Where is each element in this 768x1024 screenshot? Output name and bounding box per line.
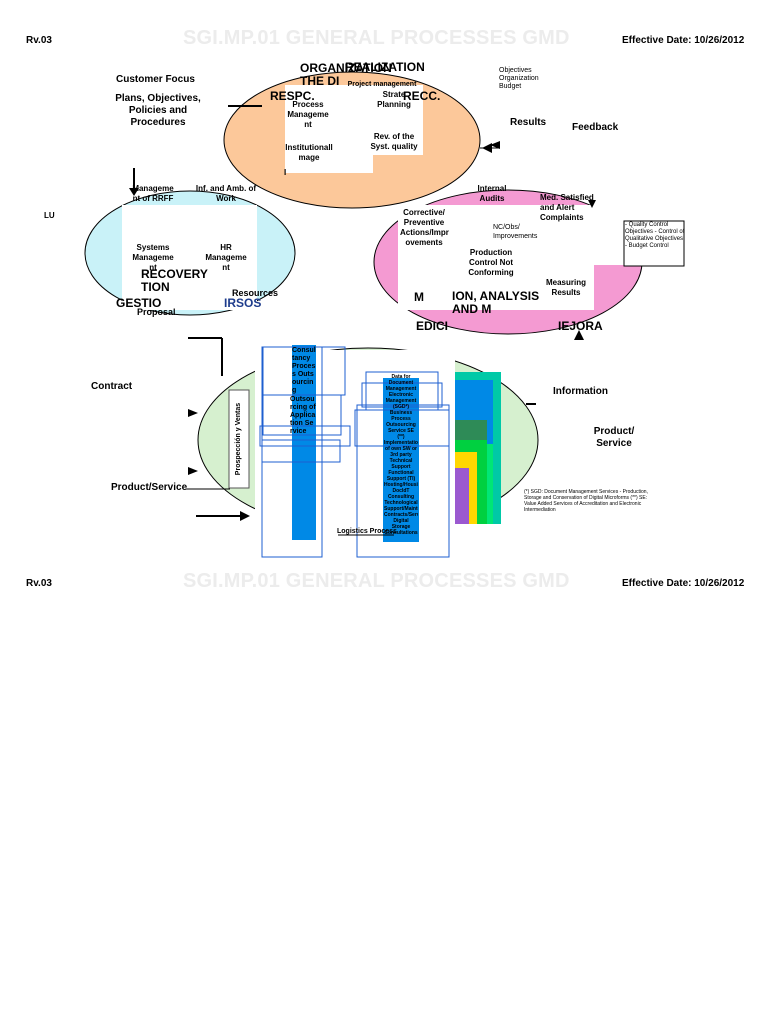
prospeccion-label: Prospección y Ventas	[235, 402, 242, 476]
quality-control-list: - Quality Control Objectives - Control o…	[625, 222, 685, 249]
hr-management-label: HR Manageme nt	[205, 243, 247, 272]
top-white-panel	[285, 85, 373, 173]
measurement-title-b: ION, ANALYSIS AND M	[452, 289, 540, 316]
revision-label: Rv.03	[26, 35, 52, 46]
nc-obs-label: NC/Obs/ Improvements	[493, 224, 538, 240]
left-blue-column	[292, 345, 316, 540]
systems-management-label: Systems Manageme nt	[132, 243, 174, 272]
internal-audits-label: Internal Audits	[477, 184, 507, 203]
institutional-image-label: Institutionall mage	[285, 143, 333, 162]
results-label: Results	[510, 117, 547, 128]
plans-label: Plans, Objectives, Policies and Procedur…	[115, 93, 201, 128]
production-control-label: Production Control Not Conforming	[468, 248, 514, 277]
footer-document-title: SGI.MP.01 GENERAL PROCESSES GMD	[183, 570, 570, 592]
medicion-title: EDICI	[416, 319, 449, 333]
footer-revision-label: Rv.03	[26, 578, 52, 589]
customer-focus-label: Customer Focus	[116, 74, 195, 85]
product-service-right-label: Product/ Service	[593, 426, 635, 449]
footer-effective-date: Effective Date: 10/26/2012	[622, 578, 745, 589]
inf-amb-label: Inf. and Amb. of Work	[195, 184, 257, 203]
management-rrff-label: Manageme nt of RRFF	[132, 184, 174, 203]
objectives-list: Objectives Organization Budget	[499, 67, 539, 90]
proposal-label: Proposal	[137, 307, 176, 317]
recovery-title: RECOVERY	[141, 267, 208, 281]
resources-label: Resources	[232, 288, 279, 298]
services-footnote: (*) SGD: Document Management Services - …	[524, 489, 648, 513]
right-white-panel-2	[594, 205, 624, 265]
objectives-box	[496, 64, 548, 94]
pipe-mark: I	[284, 168, 287, 177]
services-column-text: Data for Document Management Electronic …	[384, 374, 418, 536]
left-white-panel	[122, 205, 257, 310]
right-white-panel	[398, 205, 594, 310]
respc-title: RESPC.	[270, 89, 315, 103]
document-title: SGI.MP.01 GENERAL PROCESSES GMD	[183, 27, 570, 49]
process-management-label: Process Manageme nt	[287, 100, 329, 129]
rsos-title: IRSOS	[224, 296, 262, 310]
corrective-actions-label: Corrective/ Preventive Actions/Impr ovem…	[400, 208, 449, 247]
realization-title: REALIZATION	[345, 60, 425, 74]
rev-quality-label: Rev. of the Syst. quality	[370, 132, 418, 151]
strategic-planning-label: Strate Planning	[377, 90, 411, 109]
the-di-title: THE DI	[300, 74, 340, 88]
tion-title: TION	[141, 280, 170, 294]
logistics-process-label: Logistics Process	[337, 528, 397, 535]
contract-label: Contract	[91, 381, 133, 392]
lu-label: LU	[44, 211, 55, 220]
measurement-title-a: M	[414, 290, 424, 304]
measuring-results-label: Measuring Results	[545, 278, 586, 297]
mejora-title: IEJORA	[558, 319, 603, 333]
feedback-label: Feedback	[572, 122, 619, 133]
gestio-title: GESTIO	[116, 296, 162, 310]
recc-title: RECC.	[403, 89, 441, 103]
prospeccion-box	[228, 389, 250, 489]
service-block-purple	[455, 468, 469, 524]
outsourcing-label: Outsourcing of Application Service	[290, 396, 316, 435]
information-label: Information	[553, 386, 608, 397]
product-service-left-label: Product/Service	[111, 482, 188, 493]
consultancy-label: Consultancy Process Outsourcing	[292, 347, 316, 394]
service-block-darkgreen	[455, 420, 487, 440]
top-white-panel-2	[373, 85, 423, 155]
effective-date: Effective Date: 10/26/2012	[622, 35, 745, 46]
project-management-label: Project management	[347, 81, 417, 88]
med-satisfaction-label: Med. Satisfied and Alert Complaints	[540, 193, 594, 222]
organization-title: ORGANIZATION	[300, 61, 392, 75]
quality-control-box	[623, 220, 685, 267]
